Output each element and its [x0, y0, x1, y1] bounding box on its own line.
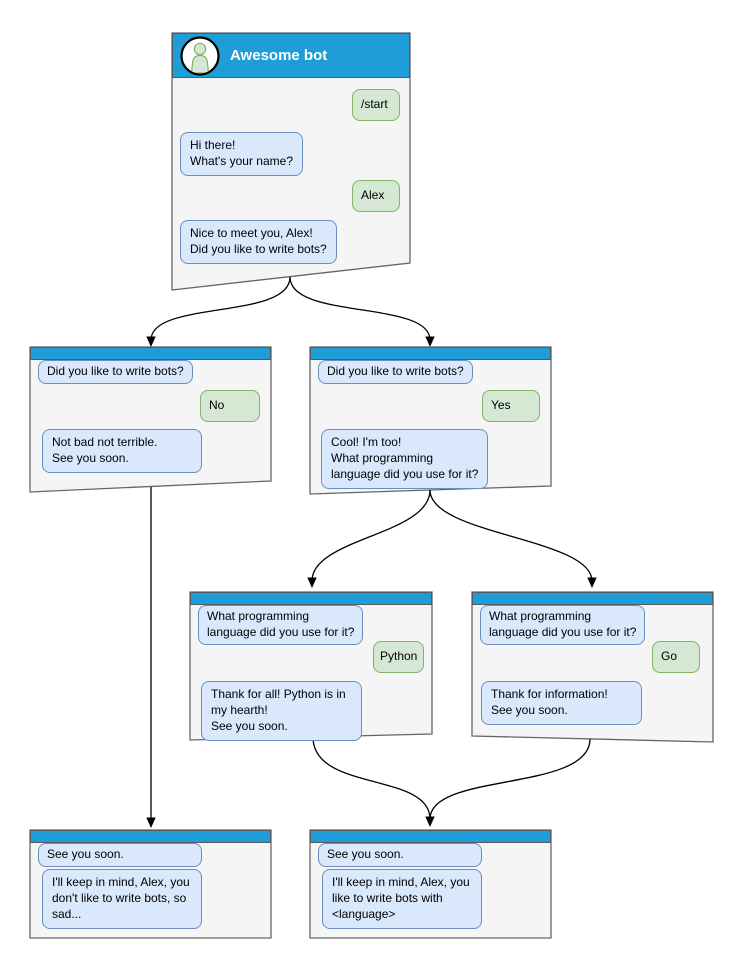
bot-message-not-bad: Not bad not terrible. See you soon.	[42, 429, 202, 473]
window-header-branch-no	[30, 347, 271, 360]
arrowheads	[146, 336, 597, 828]
arrowhead-end-no	[146, 817, 156, 828]
user-message-no: No	[200, 390, 260, 422]
chat-window-branch-no: Did you like to write bots? No Not bad n…	[30, 347, 271, 492]
edges	[150, 276, 593, 821]
bot-message-go-reply: Thank for information! See you soon.	[481, 681, 642, 725]
edge-go-to-end	[429, 738, 591, 820]
bot-message-python-reply: Thank for all! Python is in my hearth! S…	[201, 681, 362, 741]
bot-message-question: Did you like to write bots?	[38, 360, 193, 384]
bot-message-question-language: What programming language did you use fo…	[480, 605, 646, 645]
window-title: Awesome bot	[230, 47, 328, 64]
arrowhead-python	[307, 577, 317, 588]
window-header-branch-yes	[310, 347, 551, 360]
chat-window-branch-python: What programming language did you use fo…	[190, 592, 432, 741]
chat-window-end-no: See you soon. I'll keep in mind, Alex, y…	[30, 830, 271, 938]
bot-message-question: Did you like to write bots?	[318, 360, 473, 384]
edge-python-to-end	[312, 736, 431, 820]
edge-yes-to-python	[311, 489, 431, 582]
bot-message-see-you-soon: See you soon.	[38, 843, 202, 867]
bot-message-keep-in-mind-no: I'll keep in mind, Alex, you don't like …	[42, 869, 202, 929]
chat-window-end-language: See you soon. I'll keep in mind, Alex, y…	[310, 830, 551, 938]
bot-message-see-you-soon: See you soon.	[318, 843, 482, 867]
bot-message-cool: Cool! I'm too! What programming language…	[321, 429, 489, 489]
chat-window-branch-go: What programming language did you use fo…	[472, 592, 713, 742]
user-message-name: Alex	[352, 180, 400, 212]
user-message-start: /start	[352, 89, 400, 121]
arrowhead-yes	[425, 336, 435, 347]
chat-window-main: Awesome bot /start Hi there! What's your…	[172, 33, 410, 290]
edge-main-to-yes	[289, 276, 431, 341]
user-message-python: Python	[373, 641, 425, 673]
window-header-end-language	[310, 830, 551, 843]
edge-main-to-no	[150, 276, 291, 341]
window-header-branch-python	[190, 592, 432, 605]
bot-avatar-icon	[180, 36, 220, 76]
edge-yes-to-go	[429, 489, 593, 582]
chat-window-branch-yes: Did you like to write bots? Yes Cool! I'…	[310, 347, 551, 494]
window-header-end-no	[30, 830, 271, 843]
arrowhead-end-language	[425, 816, 435, 827]
user-message-yes: Yes	[482, 390, 540, 422]
window-header-branch-go	[472, 592, 713, 605]
arrowhead-go	[587, 577, 597, 588]
bot-message-question-language: What programming language did you use fo…	[198, 605, 364, 645]
user-message-go: Go	[652, 641, 700, 673]
bot-message-keep-in-mind-language: I'll keep in mind, Alex, you like to wri…	[322, 869, 482, 929]
arrowhead-no	[146, 336, 156, 347]
bot-message-greeting: Hi there! What's your name?	[180, 132, 304, 176]
bot-message-nice-to-meet: Nice to meet you, Alex! Did you like to …	[180, 220, 337, 264]
